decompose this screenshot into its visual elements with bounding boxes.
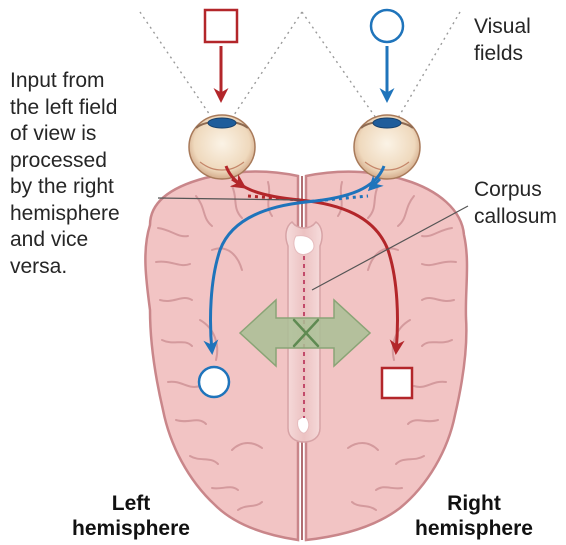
left-field-square-icon (205, 10, 237, 42)
brain (145, 172, 467, 540)
left-hemisphere-label: Left hemisphere (56, 491, 206, 541)
right-field-circle-icon (371, 10, 403, 42)
visual-fields-label: Visual fields (474, 14, 564, 67)
left-hemisphere-circle-icon (199, 367, 229, 397)
corpus-callosum-label: Corpus callosum (474, 177, 564, 230)
visual-field-cones (140, 12, 460, 118)
right-cone-outer (398, 12, 460, 118)
ventricle-lower (298, 416, 309, 433)
input-note-label: Input from the left field of view is pro… (10, 68, 160, 280)
left-eye (189, 115, 255, 179)
right-eye (354, 115, 420, 179)
left-cone-inner (232, 12, 302, 118)
right-cone-inner (302, 12, 376, 118)
brain-right-hemisphere (306, 172, 467, 540)
right-hemisphere-square-icon (382, 368, 412, 398)
right-hemisphere-label: Right hemisphere (386, 491, 562, 541)
